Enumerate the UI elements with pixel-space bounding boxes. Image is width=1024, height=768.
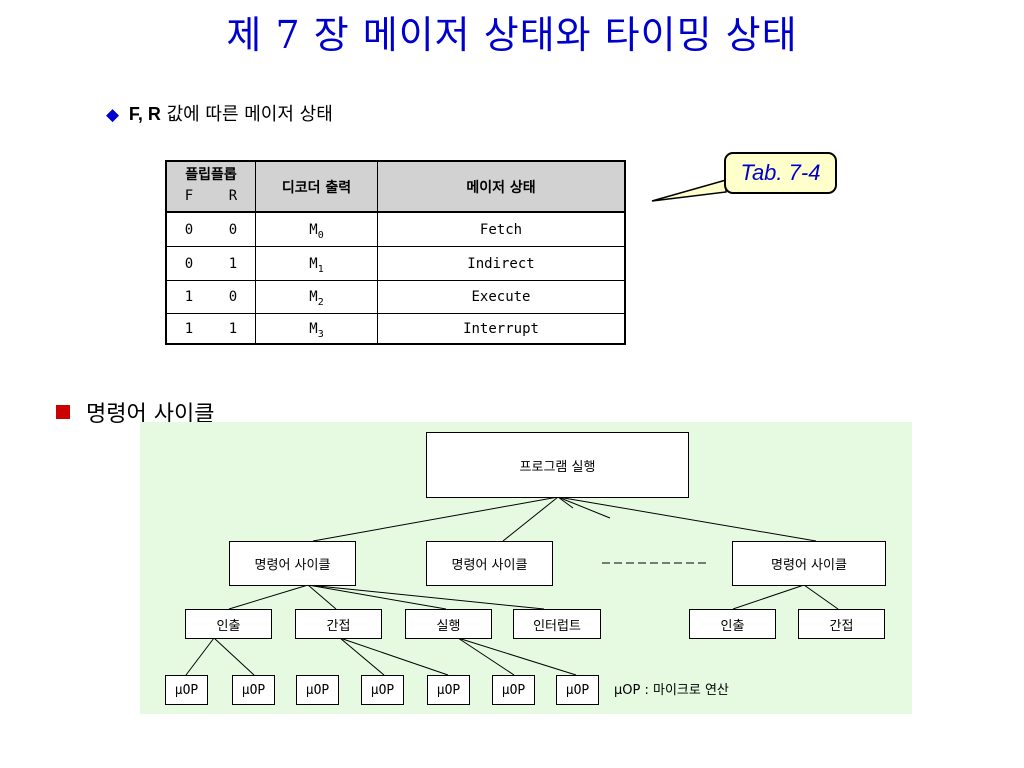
cell-major-state: Execute (471, 289, 531, 305)
micro-op-node: μOP (492, 675, 535, 705)
micro-op-node: μOP (556, 675, 599, 705)
header-decoder-output: 디코더 출력 (281, 180, 352, 196)
cell-major-state: Fetch (479, 222, 523, 238)
cell-major-state: Interrupt (463, 321, 539, 337)
diamond-bullet-icon: ◆ (106, 105, 120, 125)
phase-node-fetch: 인출 (689, 609, 776, 639)
micro-op-legend: μOP : 마이크로 연산 (614, 683, 729, 698)
micro-op-node: μOP (232, 675, 275, 705)
page-title: 제 7 장 메이저 상태와 타이밍 상태 (226, 13, 798, 57)
instruction-cycle-node: 명령어 사이클 (229, 541, 356, 586)
program-execution-node: 프로그램 실행 (426, 432, 689, 498)
cell-r: 1 (228, 256, 238, 272)
header-major-state: 메이저 상태 (466, 180, 536, 196)
header-r: R (228, 188, 238, 204)
phase-node-execute: 실행 (405, 609, 492, 639)
cell-major-state: Indirect (467, 256, 535, 272)
cell-decoder-output: M1 (309, 256, 324, 275)
phase-node-interrupt: 인터럽트 (513, 609, 601, 639)
table-caption: ◆ F, R 값에 따른 메이저 상태 (106, 100, 333, 126)
cell-f: 1 (184, 289, 194, 305)
micro-op-node: μOP (165, 675, 208, 705)
header-flipflop: 플립플롭 (185, 167, 237, 183)
phase-node-indirect: 간접 (295, 609, 382, 639)
row-separator (167, 313, 624, 314)
major-state-table: 플립플롭 F R 디코더 출력 메이저 상태 0 0 M0 Fetch 0 1 … (165, 160, 626, 345)
cell-decoder-output: M2 (309, 289, 324, 308)
diagram-connectors (185, 496, 839, 676)
cell-decoder-output: M0 (309, 222, 324, 241)
header-separator (167, 211, 624, 213)
instruction-cycle-node: 명령어 사이클 (426, 541, 553, 586)
cell-f: 0 (184, 256, 194, 272)
instruction-cycle-node: 명령어 사이클 (732, 541, 886, 586)
column-separator (255, 162, 256, 343)
header-f: F (184, 188, 194, 204)
phase-node-indirect: 간접 (798, 609, 885, 639)
micro-op-node: μOP (296, 675, 339, 705)
cell-r: 1 (228, 321, 238, 337)
cell-f: 0 (184, 222, 194, 238)
row-separator (167, 280, 624, 281)
cell-r: 0 (228, 222, 238, 238)
caption-fr-text: F, R (128, 104, 161, 124)
table-reference-callout: Tab. 7-4 (724, 152, 837, 194)
phase-node-fetch: 인출 (185, 609, 272, 639)
micro-op-node: μOP (361, 675, 404, 705)
column-separator (377, 162, 378, 343)
cell-r: 0 (228, 289, 238, 305)
caption-rest-text: 값에 따른 메이저 상태 (166, 104, 333, 125)
square-bullet-icon (56, 405, 70, 419)
row-separator (167, 246, 624, 247)
cell-f: 1 (184, 321, 194, 337)
instruction-cycle-diagram: 프로그램 실행 명령어 사이클 명령어 사이클 명령어 사이클 인출 간접 실행… (140, 422, 912, 714)
cell-decoder-output: M3 (309, 321, 324, 340)
micro-op-node: μOP (427, 675, 470, 705)
table-header-background (167, 162, 624, 211)
